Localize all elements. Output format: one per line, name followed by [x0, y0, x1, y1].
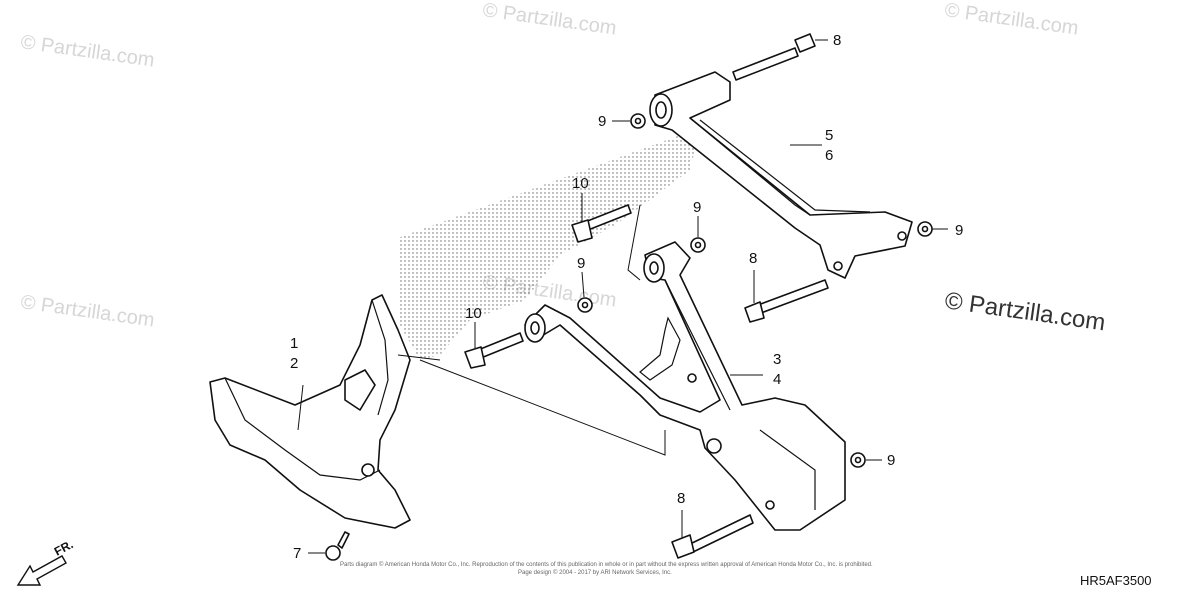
- nut-9: [690, 237, 706, 253]
- lower-arm: [524, 241, 846, 531]
- bolt-10: [464, 332, 524, 369]
- callout-6: 6: [825, 147, 833, 164]
- copyright-line: Page design © 2004 - 2017 by ARI Network…: [518, 569, 672, 576]
- callout-5: 5: [825, 127, 833, 144]
- arm-guard: [209, 294, 411, 529]
- callout-3: 3: [773, 351, 781, 368]
- watermark: © Partzilla.com: [19, 31, 156, 72]
- callout-4: 4: [773, 371, 781, 388]
- callout-2: 2: [290, 355, 298, 372]
- upper-arm: [649, 71, 913, 279]
- bolt-8: [744, 279, 829, 323]
- callout-8: 8: [749, 250, 757, 267]
- callout-9: 9: [955, 222, 963, 239]
- callout-10: 10: [465, 305, 482, 322]
- nut-small: [687, 373, 697, 383]
- watermark: © Partzilla.com: [943, 0, 1080, 40]
- watermark: © Partzilla.com: [481, 0, 618, 40]
- front-arrow-icon: FR.: [16, 537, 76, 586]
- callout-8: 8: [677, 490, 685, 507]
- frame-shading: [398, 128, 700, 360]
- callout-8: 8: [833, 32, 841, 49]
- front-arrow-label: FR.: [52, 537, 76, 558]
- callout-9: 9: [693, 199, 701, 216]
- callout-7: 7: [293, 545, 301, 562]
- callout-9: 9: [577, 255, 585, 272]
- watermark-large: © Partzilla.com: [943, 287, 1107, 336]
- callout-10: 10: [572, 175, 589, 192]
- bolt-7: [325, 531, 350, 561]
- nut-9: [850, 452, 866, 468]
- bolt-10: [571, 204, 632, 243]
- nut-9: [577, 297, 593, 313]
- copyright-line: Parts diagram © American Honda Motor Co.…: [340, 561, 873, 568]
- leader-lines: [297, 39, 948, 554]
- watermark: © Partzilla.com: [19, 291, 156, 332]
- callout-9: 9: [887, 452, 895, 469]
- bolt-8: [732, 33, 816, 81]
- nut-9: [917, 221, 933, 237]
- callout-9: 9: [598, 113, 606, 130]
- bolt-8: [671, 514, 754, 559]
- nut-9: [630, 113, 646, 129]
- diagram-code: HR5AF3500: [1080, 573, 1152, 588]
- callout-1: 1: [290, 335, 298, 352]
